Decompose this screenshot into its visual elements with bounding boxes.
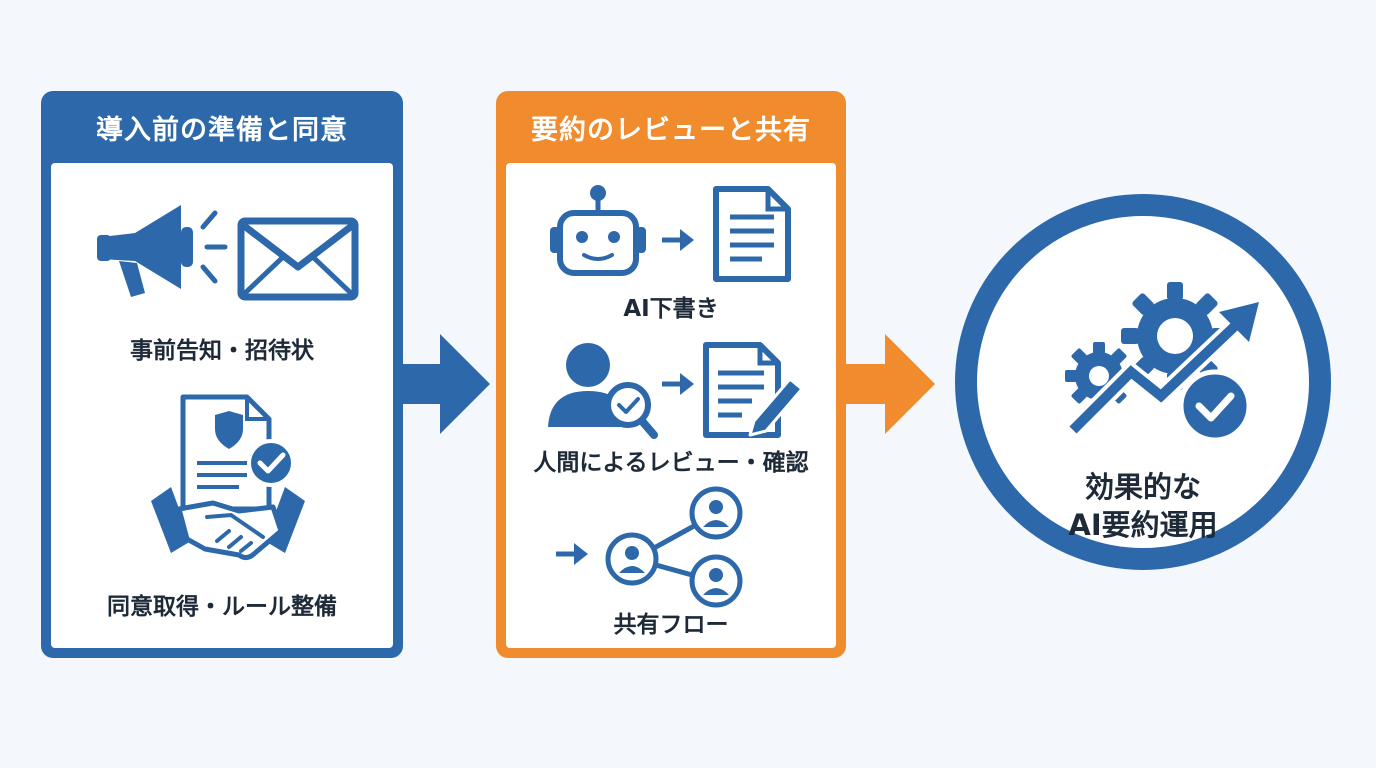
result-circle: 効果的な AI要約運用	[955, 194, 1331, 570]
document-edit-icon	[703, 342, 804, 438]
result-line-1: 効果的な	[1084, 470, 1201, 504]
stage-preparation-title: 導入前の準備と同意	[96, 114, 348, 146]
flow-arrow-blue	[400, 334, 490, 434]
step-consent-rules-label: 同意取得・ルール整備	[107, 594, 337, 620]
stage-review-title: 要約のレビューと共有	[531, 114, 811, 146]
stage-preparation-body: 事前告知・招待状 同意取得・ルール整備	[51, 163, 393, 648]
step-advance-notice-label: 事前告知・招待状	[130, 338, 314, 364]
consent-handshake-icon	[151, 394, 305, 561]
result-text: 効果的な AI要約運用	[977, 468, 1309, 544]
result-line-2: AI要約運用	[1068, 508, 1218, 542]
stage-preparation-panel: 導入前の準備と同意 事前告知・招待状	[41, 91, 403, 658]
document-icon	[713, 186, 791, 282]
step-ai-draft-label: AI下書き	[623, 296, 719, 322]
gears-growth-check-icon	[1065, 282, 1259, 443]
robot-icon	[550, 185, 646, 276]
flow-arrow-orange	[845, 334, 935, 434]
stage-review-body: AI下書き 人間によるレビュー・確認	[506, 163, 836, 648]
stage-review-panel: 要約のレビューと共有 AI下書き	[496, 91, 846, 658]
step-share-flow-label: 共有フロー	[613, 612, 729, 638]
small-arrow-icon	[662, 373, 694, 395]
share-network-icon	[605, 486, 743, 608]
small-arrow-icon	[662, 229, 694, 251]
reviewer-magnifier-icon	[548, 343, 658, 439]
step-human-review-label: 人間によるレビュー・確認	[533, 450, 809, 476]
share-small-arrow-icon	[556, 543, 588, 565]
envelope-icon	[237, 217, 359, 301]
megaphone-icon	[97, 205, 228, 297]
